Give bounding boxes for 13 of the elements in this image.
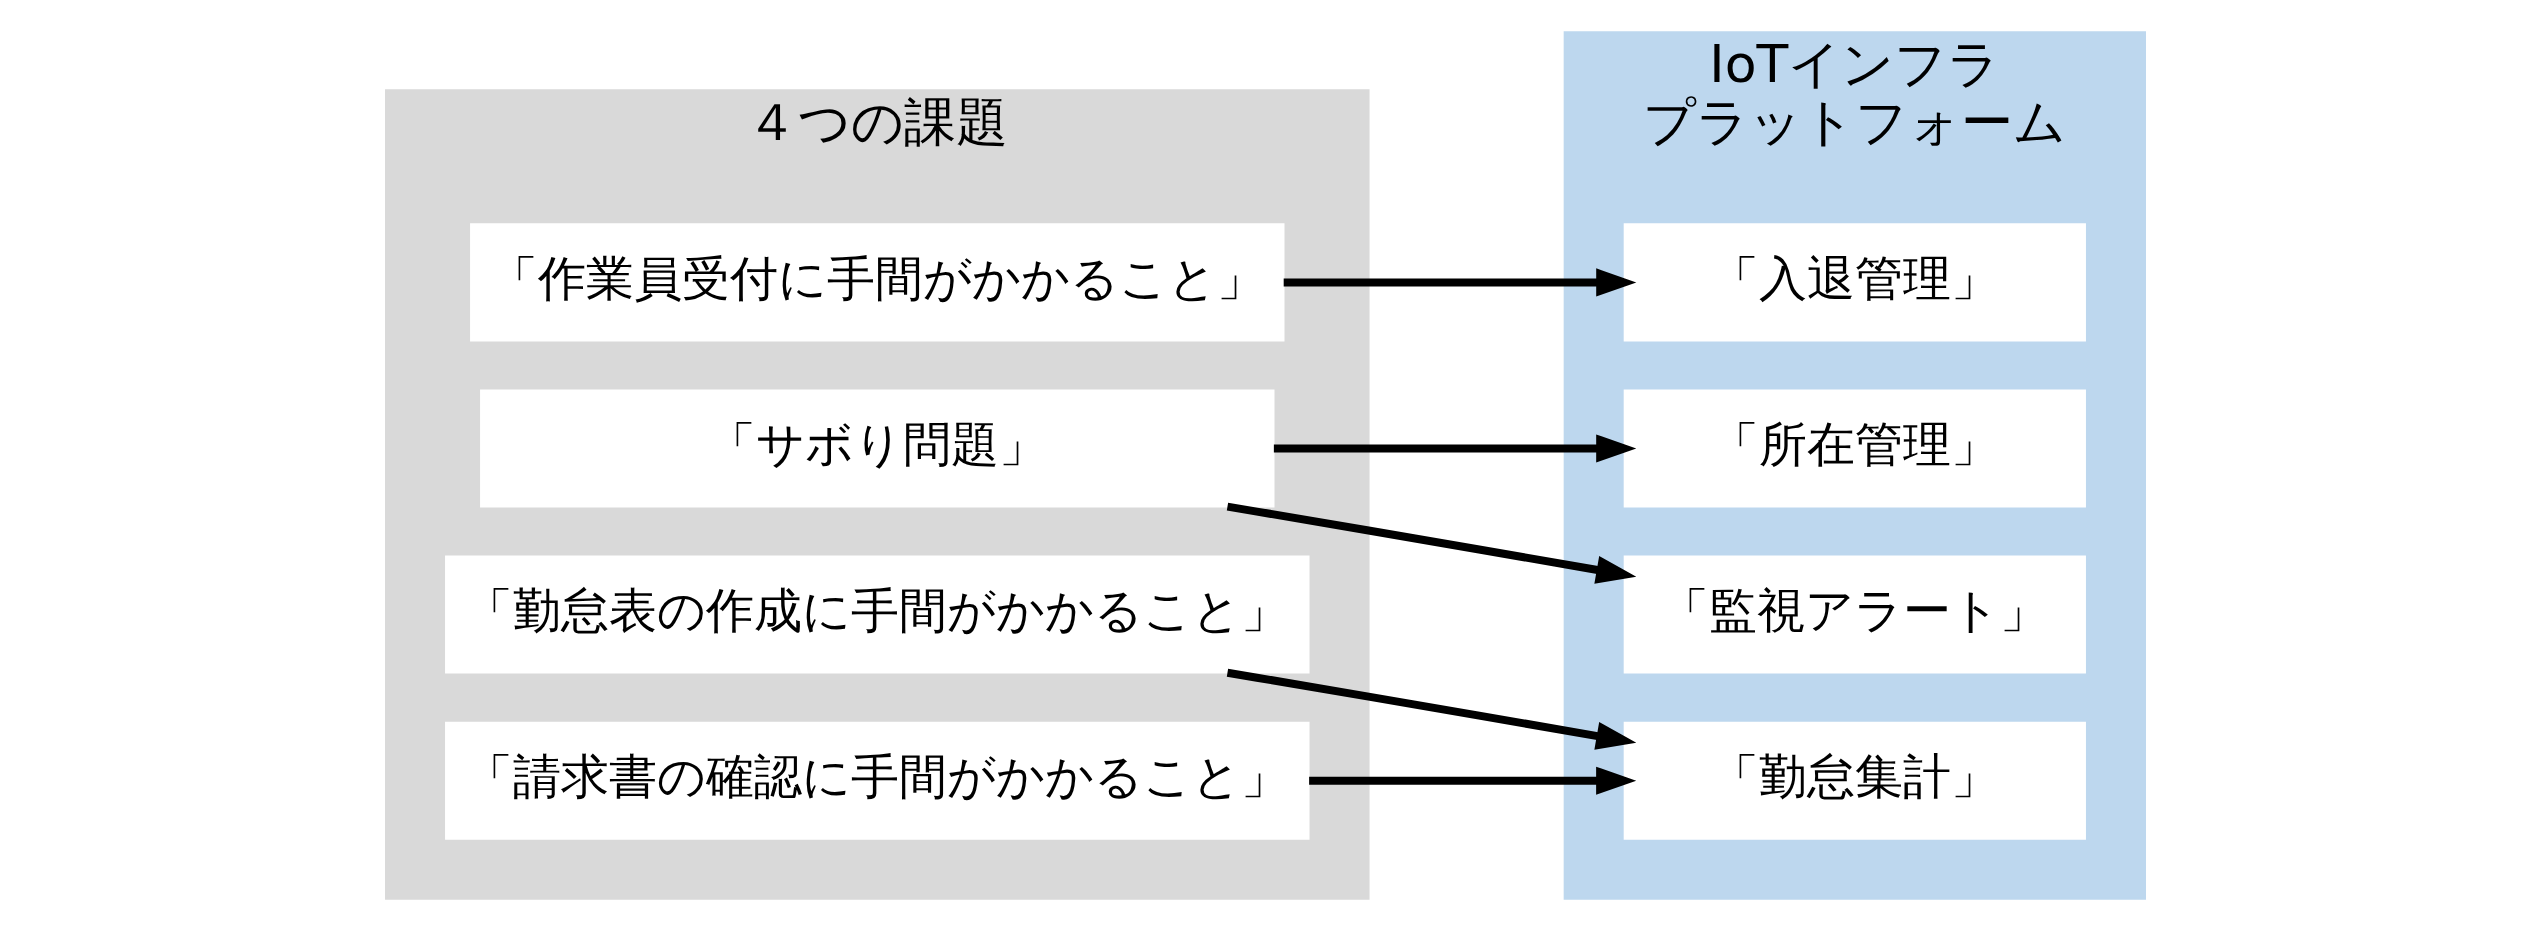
arrow [1226,502,1636,584]
node-box: 「勤怠集計」 [1623,721,2086,840]
node-box: 「請求書の確認に手間がかかること」 [444,721,1309,840]
arrow [1308,766,1636,795]
node-box: 「サボり問題」 [479,389,1274,508]
arrow [1226,668,1636,750]
arrow [1283,268,1636,297]
node-box: 「勤怠表の作成に手間がかかること」 [444,555,1309,674]
node-box: 「作業員受付に手間がかかること」 [469,223,1284,342]
node-box: 「所在管理」 [1623,389,2086,508]
arrow [1273,434,1636,463]
node-box: 「監視アラート」 [1623,555,2086,674]
node-box: 「入退管理」 [1623,223,2086,342]
